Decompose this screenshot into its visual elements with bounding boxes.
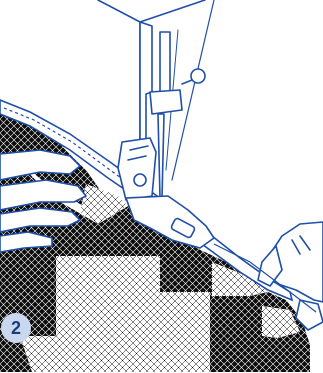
needle-bar-housing bbox=[140, 22, 152, 140]
step-number-badge: 2 bbox=[1, 313, 31, 343]
thumb-screw-icon bbox=[191, 69, 205, 83]
presser-foot-screw-icon bbox=[134, 174, 146, 186]
needle-clamp bbox=[150, 90, 182, 114]
needle bbox=[158, 114, 164, 198]
fabric-light-block-2 bbox=[160, 292, 210, 372]
presser-foot-shank bbox=[118, 138, 156, 200]
fabric-light-block-1 bbox=[56, 256, 160, 372]
presser-bar bbox=[160, 32, 170, 92]
step-number: 2 bbox=[11, 318, 21, 339]
